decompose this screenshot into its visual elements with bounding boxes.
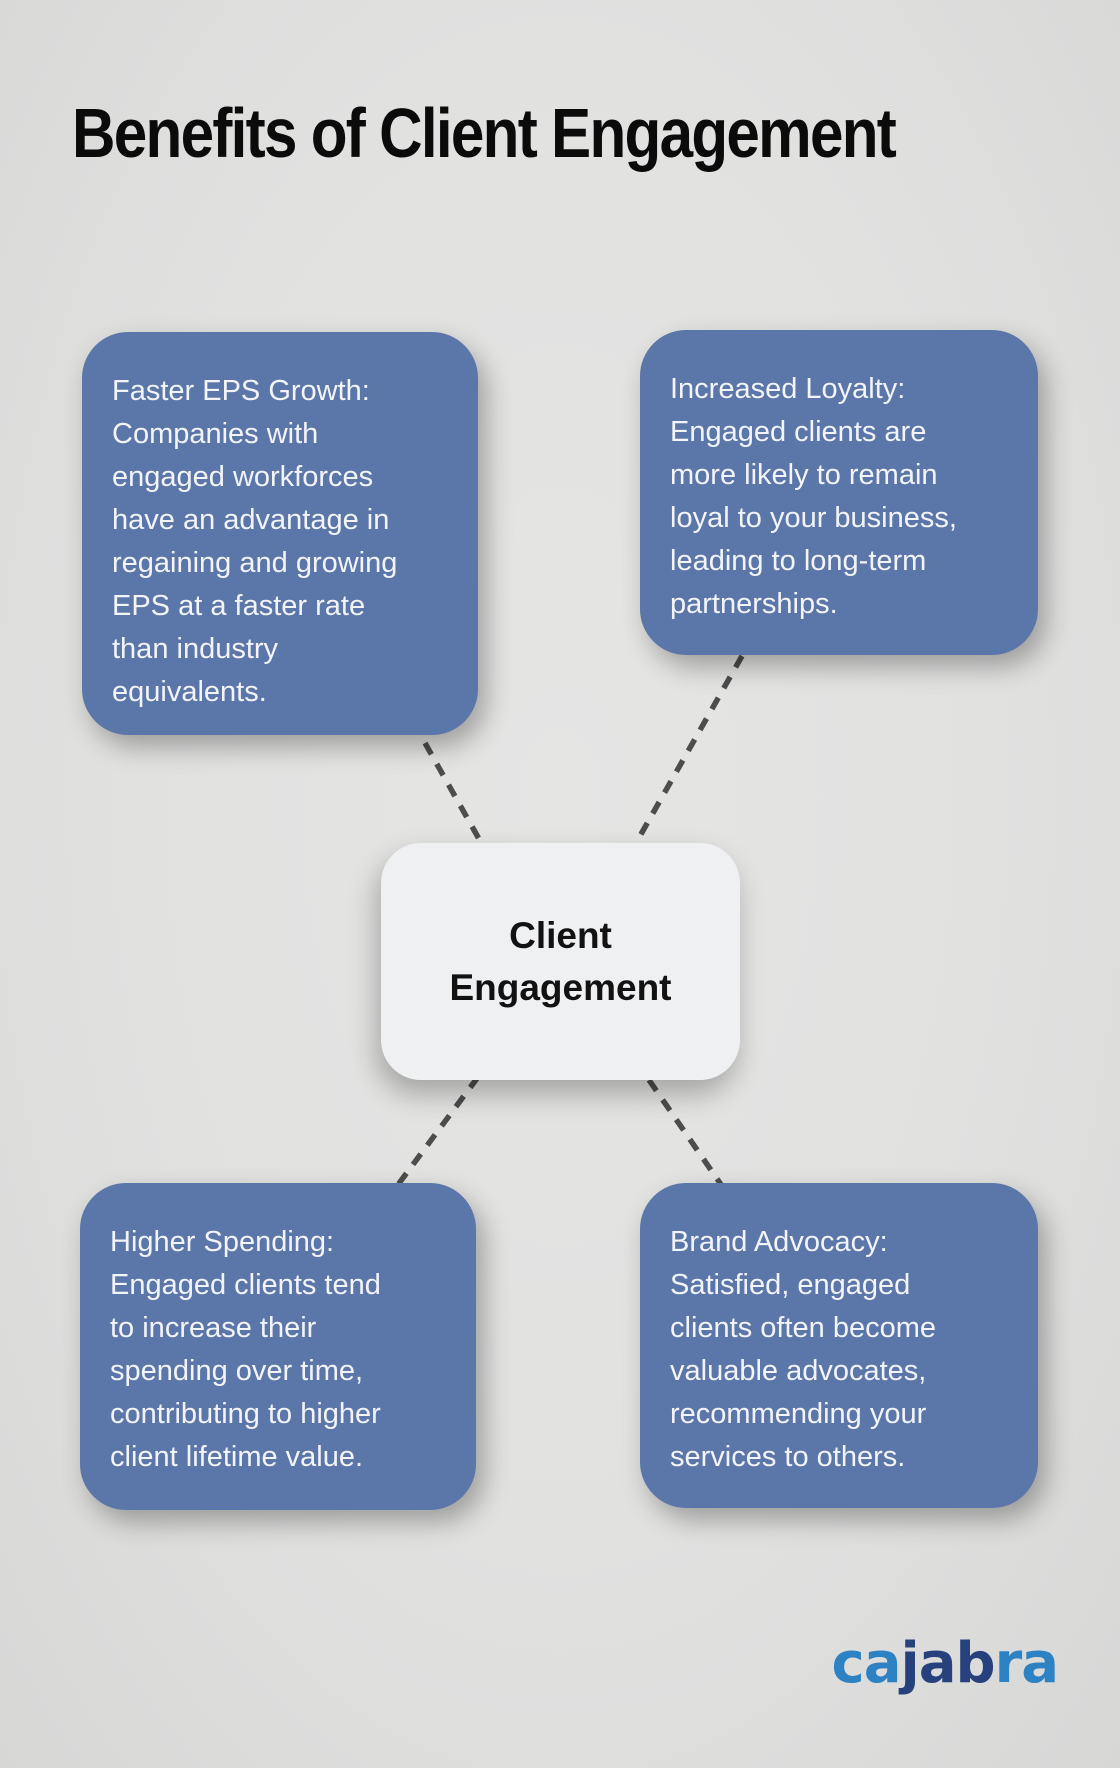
- connector-line-top-right: [633, 654, 745, 845]
- connector-line-bottom-left: [394, 1075, 481, 1188]
- cajabra-logo-segment: ra: [994, 1631, 1059, 1696]
- cajabra-logo-segment: ca: [831, 1631, 902, 1696]
- benefit-box-text: Higher Spending: Engaged clients tend to…: [110, 1226, 381, 1473]
- connector-line-bottom-right: [646, 1078, 725, 1188]
- benefit-box-brand-advocacy: Brand Advocacy: Satisfied, engaged clien…: [640, 1183, 1038, 1508]
- central-node-label: Client Engagement: [449, 914, 672, 1008]
- page-title: Benefits of Client Engagement: [72, 94, 897, 172]
- central-node-client-engagement: Client Engagement: [381, 843, 740, 1080]
- cajabra-logo-segment: jab: [900, 1631, 996, 1696]
- benefit-box-text: Brand Advocacy: Satisfied, engaged clien…: [670, 1226, 936, 1473]
- benefit-box-text: Increased Loyalty: Engaged clients are m…: [670, 373, 957, 620]
- connector-line-top-left: [422, 741, 486, 848]
- benefit-box-higher-spending: Higher Spending: Engaged clients tend to…: [80, 1183, 476, 1510]
- benefit-box-faster-eps-growth: Faster EPS Growth: Companies with engage…: [82, 332, 478, 735]
- benefit-box-increased-loyalty: Increased Loyalty: Engaged clients are m…: [640, 330, 1038, 655]
- benefit-box-text: Faster EPS Growth: Companies with engage…: [112, 375, 398, 708]
- cajabra-logo: cajabra: [831, 1631, 1059, 1696]
